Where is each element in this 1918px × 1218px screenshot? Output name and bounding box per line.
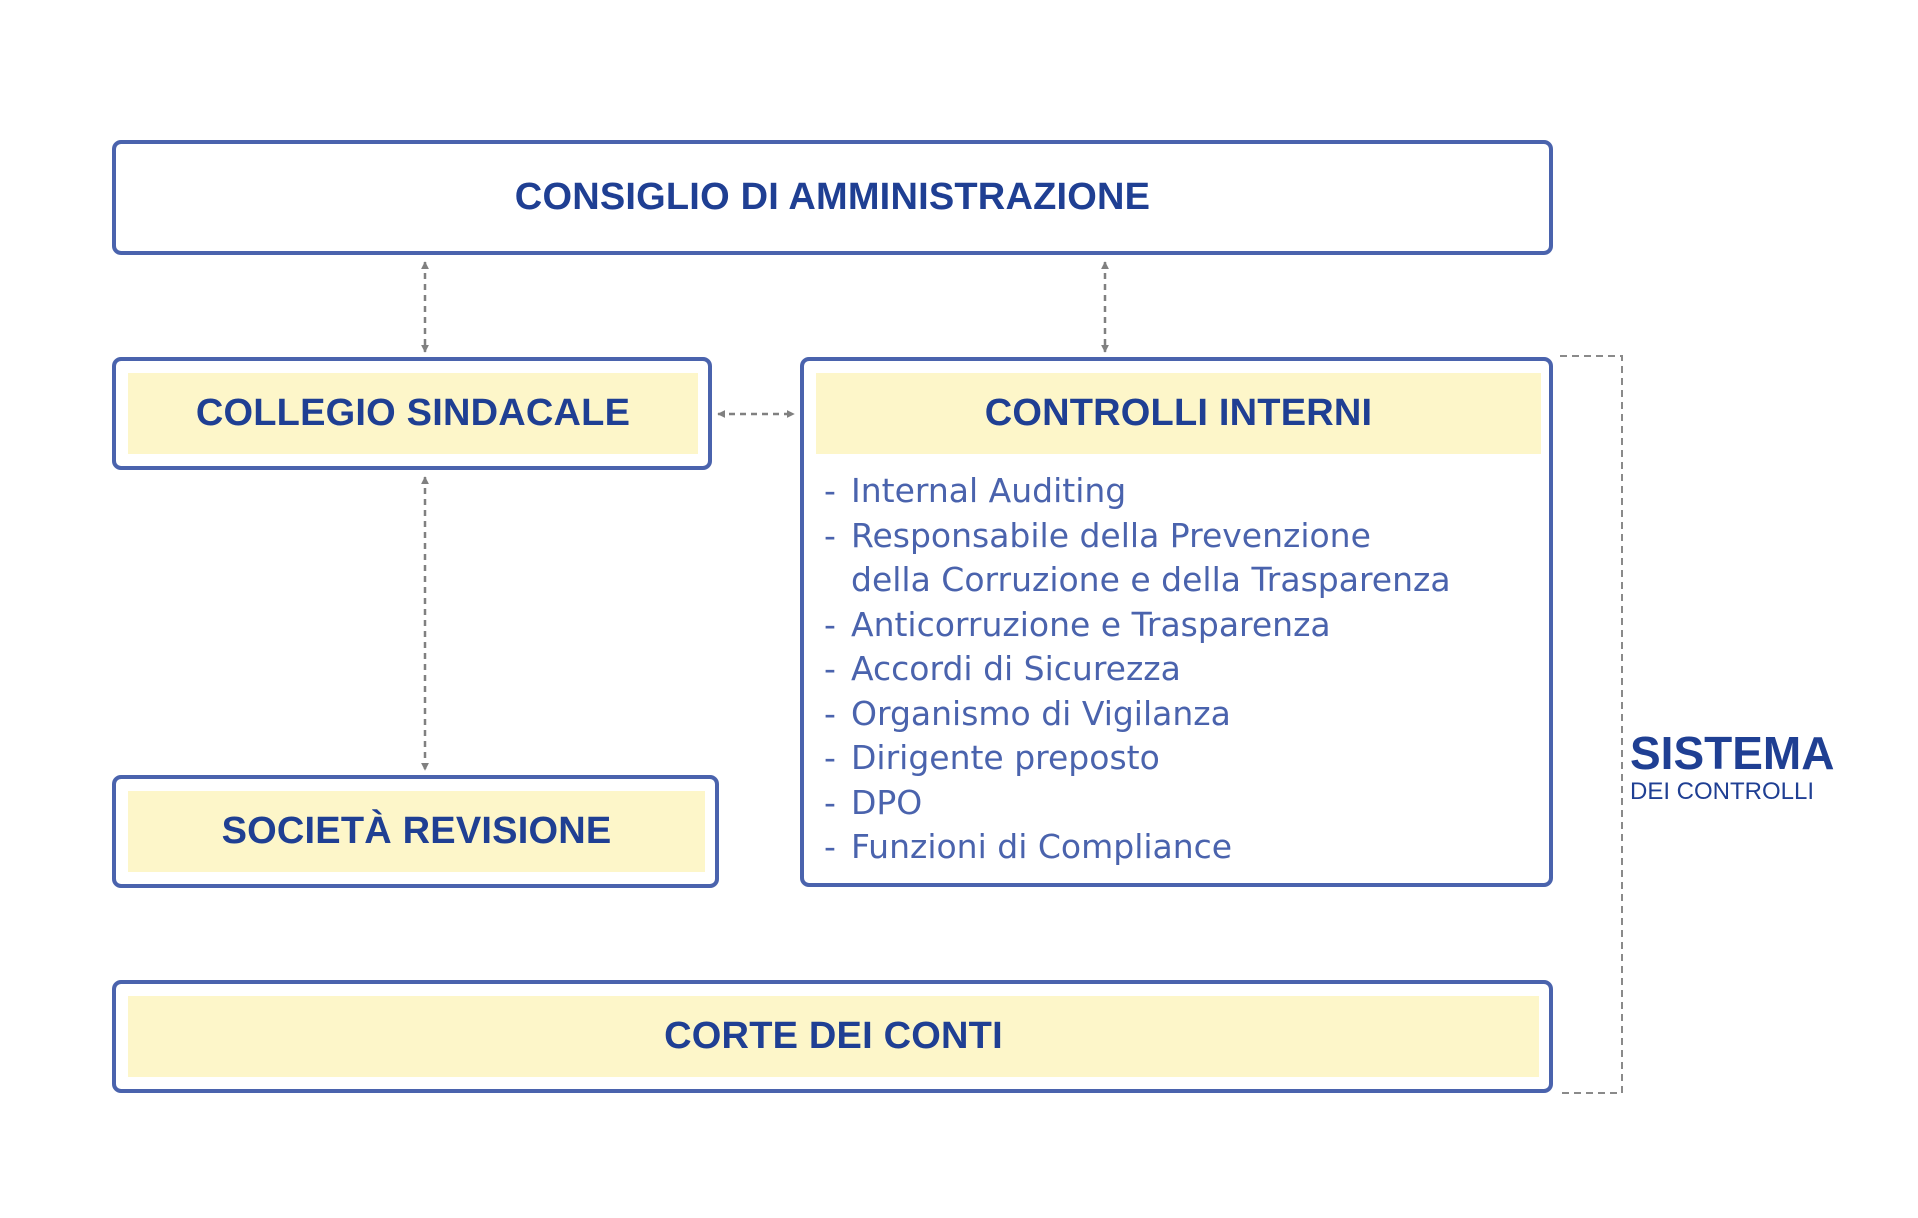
list-item: -Dirigente preposto bbox=[824, 736, 1451, 781]
list-item: -Organismo di Vigilanza bbox=[824, 692, 1451, 737]
societa-title: SOCIETÀ REVISIONE bbox=[221, 810, 612, 852]
list-item: -Anticorruzione e Trasparenza bbox=[824, 603, 1451, 648]
controlli-header: CONTROLLI INTERNI bbox=[816, 373, 1541, 454]
list-item: -Responsabile della Prevenzione bbox=[824, 514, 1451, 559]
list-item-text: Accordi di Sicurezza bbox=[851, 649, 1181, 688]
board-title: CONSIGLIO DI AMMINISTRAZIONE bbox=[514, 176, 1151, 218]
corte-title: CORTE DEI CONTI bbox=[664, 1015, 1003, 1057]
list-item-text: Responsabile della Prevenzione bbox=[851, 515, 1371, 555]
list-item-continuation: della Corruzione e della Trasparenza bbox=[824, 558, 1451, 603]
controlli-list: -Internal Auditing -Responsabile della P… bbox=[824, 469, 1451, 870]
controlli-box: CONTROLLI INTERNI -Internal Auditing -Re… bbox=[800, 357, 1553, 887]
list-item-text: Funzioni di Compliance bbox=[851, 827, 1233, 866]
collegio-box: COLLEGIO SINDACALE bbox=[112, 357, 712, 470]
societa-box: SOCIETÀ REVISIONE bbox=[112, 775, 719, 888]
list-item-text: DPO bbox=[851, 782, 923, 822]
list-item-text: Organismo di Vigilanza bbox=[851, 693, 1231, 733]
sistema-bracket bbox=[1560, 355, 1623, 1094]
collegio-header: COLLEGIO SINDACALE bbox=[128, 373, 698, 454]
list-item: -DPO bbox=[824, 781, 1451, 826]
list-item-text: Anticorruzione e Trasparenza bbox=[851, 604, 1331, 644]
sistema-title: SISTEMA bbox=[1630, 727, 1835, 779]
controlli-title: CONTROLLI INTERNI bbox=[984, 392, 1373, 434]
sistema-subtitle: DEI CONTROLLI bbox=[1630, 778, 1815, 805]
collegio-title: COLLEGIO SINDACALE bbox=[195, 392, 631, 434]
list-item-text: Dirigente preposto bbox=[851, 738, 1160, 777]
sistema-label: SISTEMA DEI CONTROLLI bbox=[1630, 728, 1834, 806]
list-item: -Funzioni di Compliance bbox=[824, 825, 1451, 870]
societa-header: SOCIETÀ REVISIONE bbox=[128, 791, 705, 872]
list-item-text: Internal Auditing bbox=[851, 471, 1127, 510]
board-box: CONSIGLIO DI AMMINISTRAZIONE bbox=[112, 140, 1553, 255]
corte-header: CORTE DEI CONTI bbox=[128, 996, 1539, 1077]
list-item-text: della Corruzione e della Trasparenza bbox=[851, 560, 1451, 599]
list-item: -Accordi di Sicurezza bbox=[824, 647, 1451, 692]
list-item: -Internal Auditing bbox=[824, 469, 1451, 514]
corte-box: CORTE DEI CONTI bbox=[112, 980, 1553, 1093]
